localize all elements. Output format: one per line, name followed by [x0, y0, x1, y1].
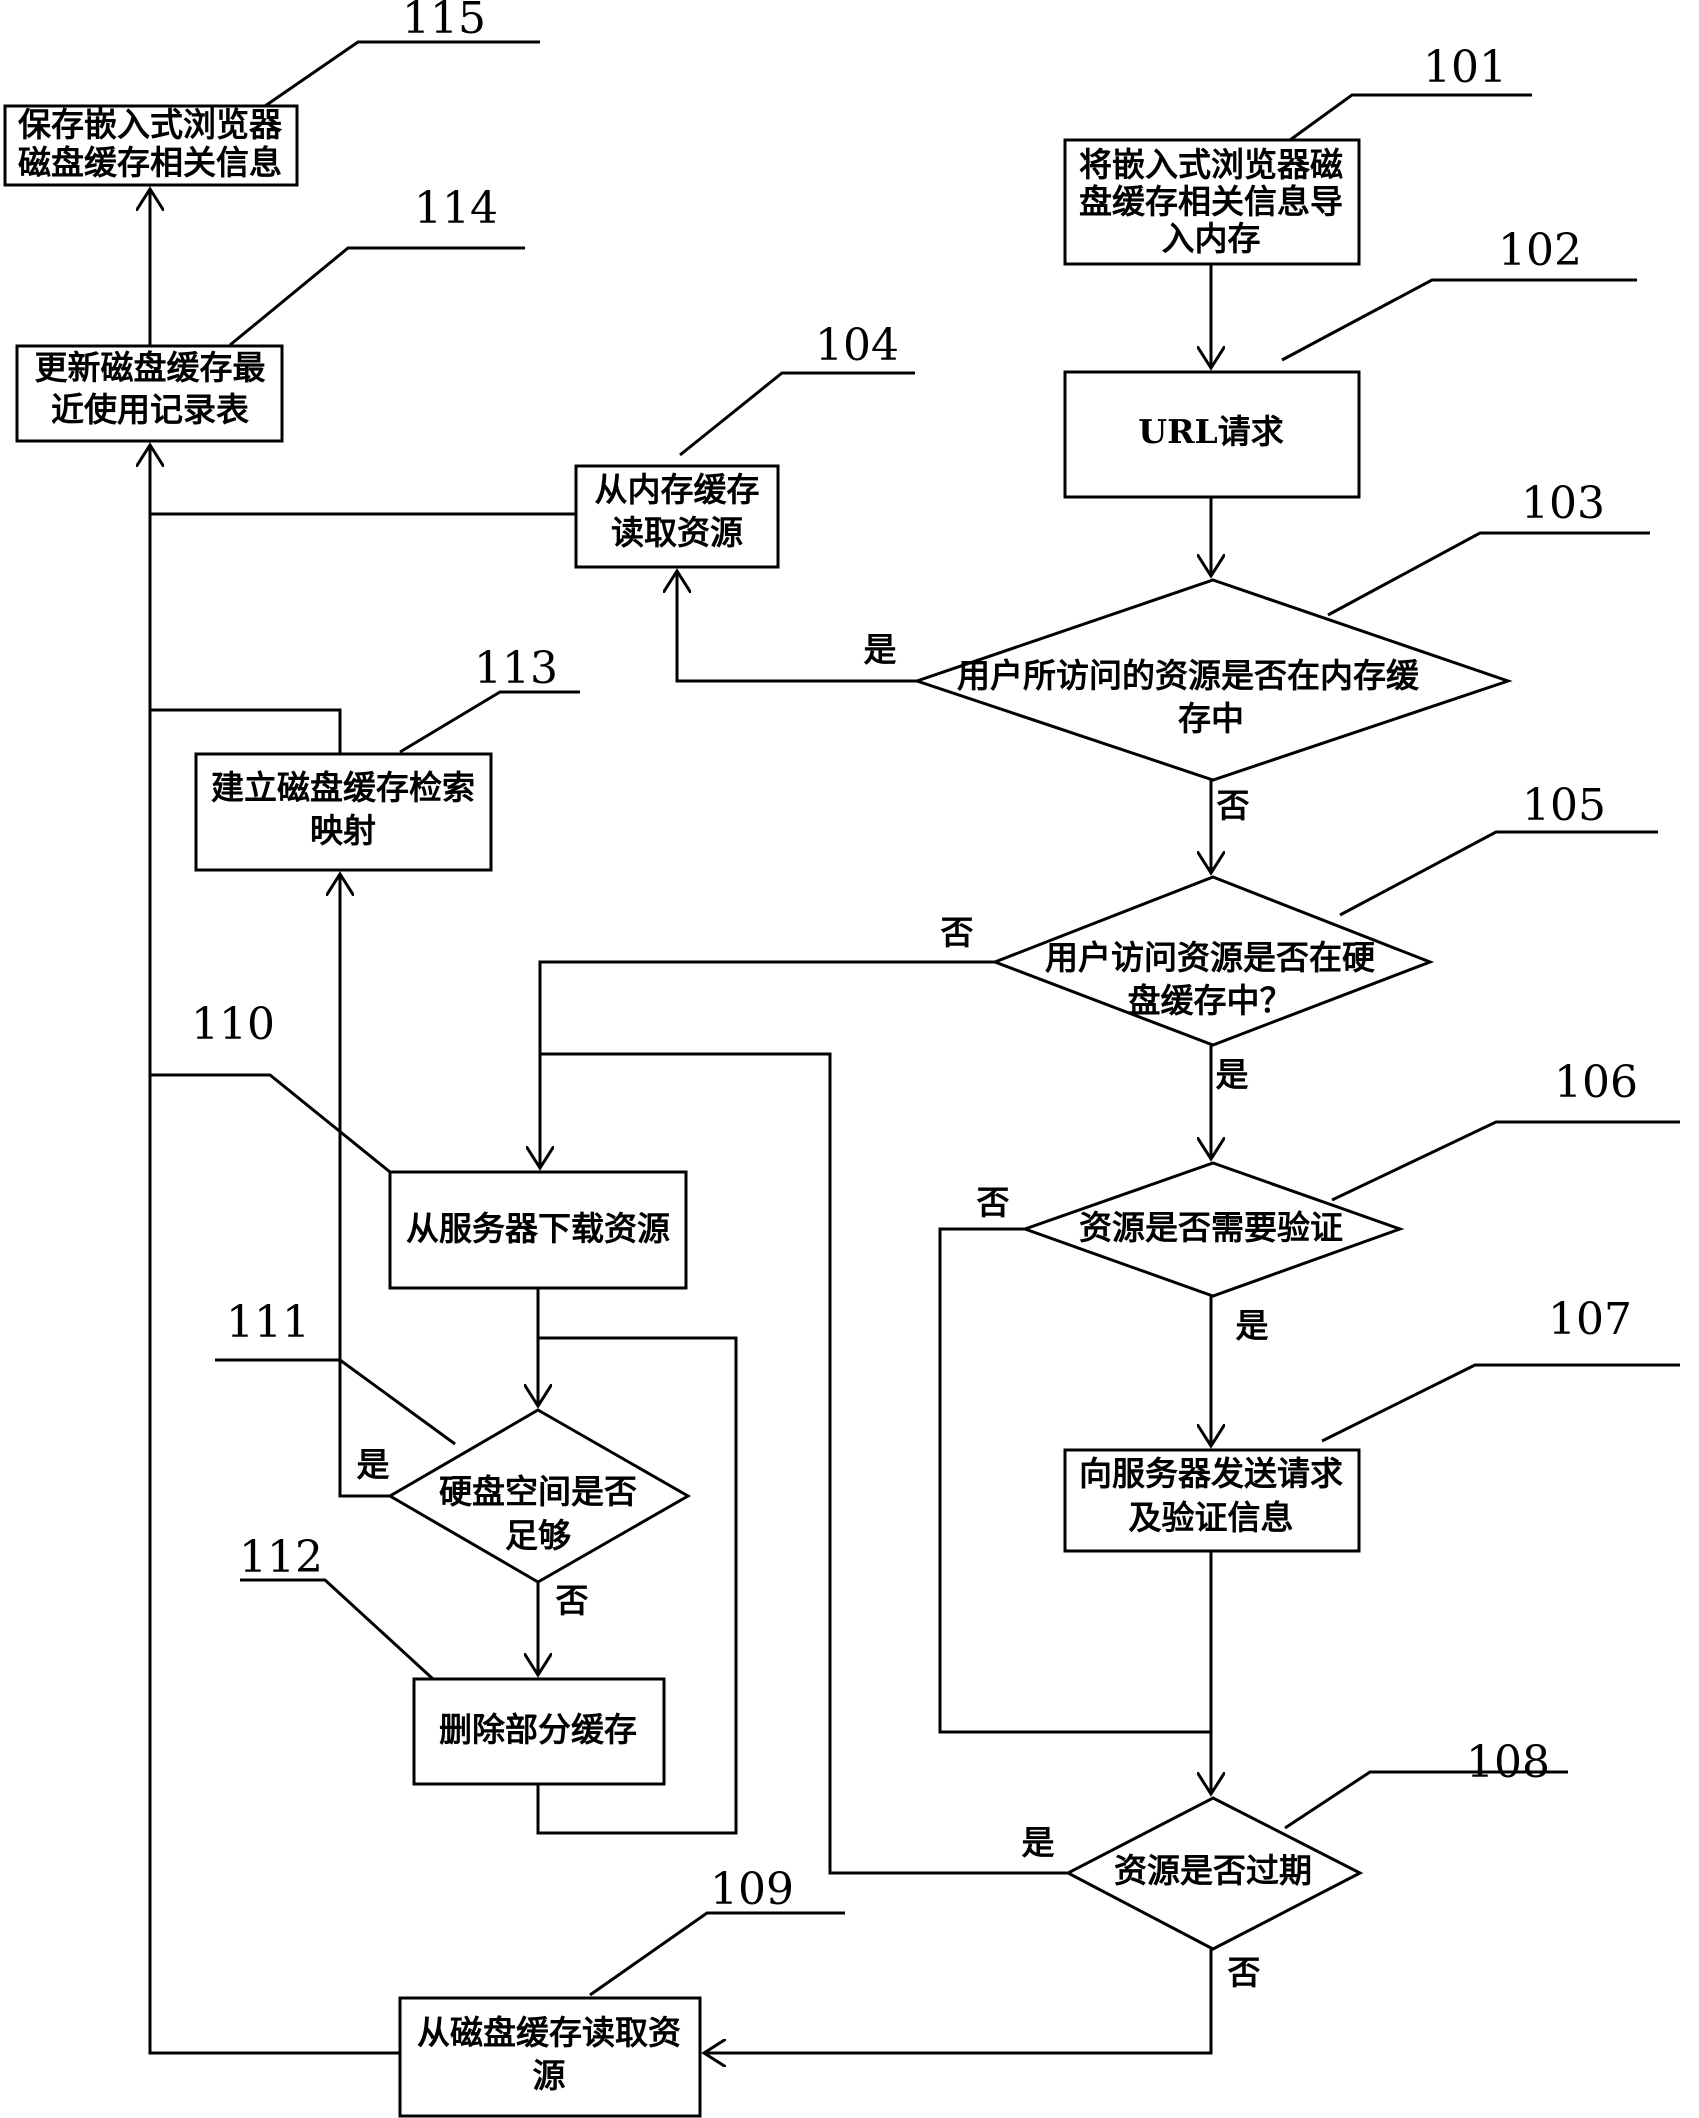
edge-111-113-yes [340, 874, 390, 1496]
leader-103 [1328, 533, 1650, 615]
label-105-no: 否 [941, 913, 974, 952]
ref-115: 115 [402, 0, 486, 44]
node-109-line-1: 从磁盘缓存读取资 [417, 2013, 681, 2052]
leader-109 [590, 1913, 845, 1995]
leader-107 [1322, 1365, 1680, 1441]
node-text-103: 用户所访问的资源是否在内存缓 存中 [957, 656, 1420, 738]
ref-114: 114 [414, 183, 498, 234]
node-108-text: 资源是否过期 [1114, 1851, 1312, 1890]
label-108-yes: 是 [1022, 1823, 1055, 1862]
node-105-line-1: 用户访问资源是否在硬 [1045, 938, 1376, 977]
node-111-line-2: 足够 [505, 1516, 571, 1555]
label-106-yes: 是 [1236, 1306, 1269, 1345]
node-101-line-3: 入内存 [1162, 219, 1261, 258]
ref-106: 106 [1554, 1057, 1638, 1108]
node-104-line-2: 读取资源 [611, 513, 743, 552]
ref-110: 110 [191, 999, 275, 1050]
label-111-no: 否 [556, 1581, 589, 1620]
leader-102 [1282, 280, 1637, 360]
node-101-line-1: 将嵌入式浏览器磁 [1079, 145, 1343, 184]
label-105-yes: 是 [1216, 1055, 1249, 1094]
node-text-114: 更新磁盘缓存最 近使用记录表 [35, 348, 266, 429]
ref-104: 104 [815, 320, 899, 371]
node-115-line-2: 磁盘缓存相关信息 [18, 143, 282, 182]
node-text-113: 建立磁盘缓存检索 映射 [211, 768, 475, 850]
ref-109: 109 [710, 1864, 794, 1915]
node-113-line-2: 映射 [310, 811, 376, 850]
node-text-101: 将嵌入式浏览器磁 盘缓存相关信息导 入内存 [1079, 145, 1343, 258]
ref-103: 103 [1521, 478, 1605, 529]
node-102-text: URL请求 [1138, 412, 1283, 451]
ref-105: 105 [1522, 780, 1606, 831]
node-104-line-1: 从内存缓存 [595, 470, 760, 509]
label-108-no: 否 [1228, 1953, 1261, 1992]
node-text-104: 从内存缓存 读取资源 [595, 470, 760, 552]
edge-113-left [150, 710, 340, 754]
node-107-line-2: 及验证信息 [1129, 1498, 1294, 1537]
edge-105-110-no [540, 962, 995, 1168]
node-114-line-1: 更新磁盘缓存最 [35, 348, 266, 387]
leader-111 [215, 1360, 455, 1444]
ref-101: 101 [1423, 42, 1507, 93]
ref-113: 113 [474, 643, 558, 694]
node-115-line-1: 保存嵌入式浏览器 [18, 105, 283, 144]
ref-111: 111 [226, 1297, 310, 1348]
node-114-line-2: 近使用记录表 [51, 390, 249, 429]
node-112-text: 删除部分缓存 [439, 1710, 637, 1749]
node-101-line-2: 盘缓存相关信息导 [1079, 182, 1343, 221]
ref-108: 108 [1466, 1737, 1550, 1788]
leader-101 [1290, 95, 1532, 140]
label-106-no: 否 [977, 1183, 1010, 1222]
ref-107: 107 [1548, 1294, 1632, 1345]
label-111-yes: 是 [357, 1445, 390, 1484]
node-110-text: 从服务器下载资源 [406, 1209, 670, 1248]
leader-114 [230, 248, 525, 345]
node-103-line-1: 用户所访问的资源是否在内存缓 [957, 656, 1420, 695]
node-109-line-2: 源 [533, 2056, 566, 2095]
leader-105 [1340, 832, 1658, 915]
leader-110 [150, 1075, 390, 1172]
node-113-line-1: 建立磁盘缓存检索 [211, 768, 475, 807]
leader-104 [680, 373, 915, 455]
label-103-no: 否 [1217, 786, 1250, 825]
ref-102: 102 [1498, 225, 1582, 276]
node-111-line-1: 硬盘空间是否 [439, 1472, 637, 1511]
node-105-line-2: 盘缓存中？ [1128, 981, 1293, 1020]
edge-109-left [150, 445, 400, 2053]
leader-113 [400, 692, 580, 752]
node-text-109: 从磁盘缓存读取资 源 [417, 2013, 681, 2095]
node-text-115: 保存嵌入式浏览器 磁盘缓存相关信息 [18, 105, 283, 182]
node-106-text: 资源是否需要验证 [1079, 1208, 1343, 1247]
node-107-line-1: 向服务器发送请求 [1079, 1454, 1343, 1493]
leader-106 [1332, 1122, 1680, 1200]
label-103-yes: 是 [864, 630, 897, 669]
leader-112 [240, 1580, 433, 1679]
edge-108-109-no [704, 1949, 1211, 2053]
edge-108-110-yes [540, 1054, 1068, 1873]
leader-115 [265, 42, 540, 106]
node-text-107: 向服务器发送请求 及验证信息 [1079, 1454, 1343, 1537]
node-text-105: 用户访问资源是否在硬 盘缓存中？ [1045, 938, 1376, 1020]
ref-112: 112 [239, 1532, 323, 1583]
node-103-line-2: 存中 [1178, 699, 1244, 738]
